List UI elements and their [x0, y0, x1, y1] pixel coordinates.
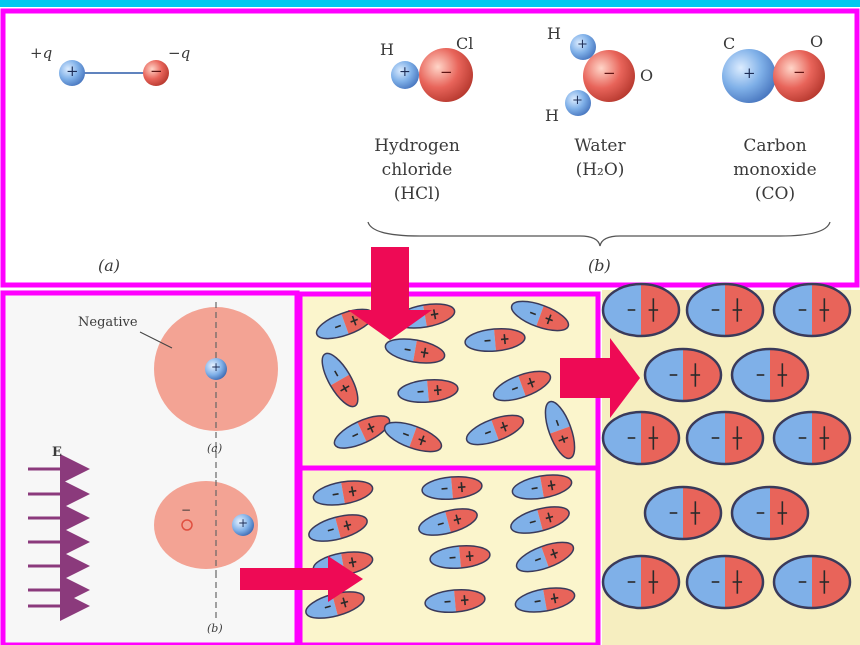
- water-h-bottom-plus: +: [572, 93, 583, 108]
- water-h-bottom-label: H: [545, 106, 559, 125]
- nucleus-b: [232, 514, 254, 536]
- hcl-minus-sign: −: [440, 63, 453, 81]
- dipole-negative-charge: [143, 60, 169, 86]
- packed-dipoles: [601, 282, 852, 610]
- hcl-name-line2: chloride: [381, 160, 453, 180]
- packed-dipole: [643, 347, 723, 403]
- packed-dipole: [685, 282, 765, 338]
- top-panel: +q −q + − (a) H Cl + − Hydrogen chloride…: [0, 0, 860, 290]
- dipole-minus-sign: −: [150, 62, 163, 80]
- field-label: E: [52, 445, 62, 460]
- down-arrow-icon: [348, 247, 432, 340]
- co-minus-sign: −: [793, 63, 806, 81]
- top-cyan-bar: [0, 0, 860, 7]
- hcl-formula: (HCl): [393, 184, 441, 204]
- hcl-hydrogen-atom: [391, 61, 419, 89]
- random-dipole: [464, 326, 526, 354]
- nucleus-a: [205, 358, 227, 380]
- plus-q-label: +q: [30, 44, 53, 62]
- water-h-top-label: H: [547, 24, 561, 43]
- electron-center-b: [181, 519, 193, 531]
- water-formula: (H₂O): [575, 160, 625, 180]
- water-oxygen-atom: [583, 50, 635, 102]
- random-dipole: [330, 409, 394, 455]
- label-a-top: (a): [98, 256, 121, 275]
- minus-q-label: −q: [168, 44, 191, 62]
- left-panel-frame: [0, 290, 300, 645]
- hcl-chlorine-atom: [419, 48, 473, 102]
- dipole-plus-sign: +: [66, 62, 79, 80]
- aligned-dipole: [429, 543, 491, 571]
- label-b-top: (b): [588, 256, 611, 275]
- packed-dipole: [772, 410, 852, 466]
- random-dipole: [383, 334, 447, 368]
- water-name-line1: Water: [574, 136, 626, 156]
- molecules-brace: [367, 221, 831, 247]
- hcl-caption: Hydrogen chloride (HCl): [352, 134, 482, 206]
- electron-cloud-b: [154, 481, 258, 569]
- co-carbon-atom: [722, 49, 776, 103]
- right-arrow-icon: [240, 556, 363, 602]
- dipole-positive-charge: [59, 60, 85, 86]
- co-plus-sign: +: [743, 64, 756, 82]
- aligned-dipole: [424, 587, 486, 615]
- packed-dipole: [730, 347, 810, 403]
- water-hydrogen-bottom-atom: [565, 90, 591, 116]
- water-o-label: O: [640, 66, 654, 85]
- aligned-dipole: [510, 470, 574, 504]
- co-name-line2: monoxide: [733, 160, 817, 180]
- hcl-plus-sign: +: [399, 64, 411, 80]
- co-o-label: O: [810, 32, 824, 51]
- label-a-left: (a): [207, 442, 223, 455]
- random-dipole: [315, 348, 365, 412]
- hcl-cl-label: Cl: [456, 34, 474, 53]
- hcl-name-line1: Hydrogen: [374, 136, 460, 156]
- aligned-dipole: [513, 583, 577, 617]
- co-name-line1: Carbon: [743, 136, 807, 156]
- water-h-top-plus: +: [577, 37, 588, 52]
- water-caption: Water (H₂O): [540, 134, 660, 182]
- packed-dipole: [601, 554, 681, 610]
- packed-dipole: [685, 410, 765, 466]
- nucleus-b-plus: +: [238, 516, 249, 530]
- packed-dipole: [685, 554, 765, 610]
- co-oxygen-atom: [773, 50, 825, 102]
- negative-pointer: [139, 331, 173, 349]
- electron-minus: −: [181, 503, 192, 517]
- packed-dipole: [772, 282, 852, 338]
- packed-dipole: [643, 485, 723, 541]
- hcl-h-label: H: [380, 40, 394, 59]
- negative-label: Negative: [78, 315, 138, 330]
- packed-dipole: [601, 410, 681, 466]
- right-arrow-icon: [560, 338, 640, 418]
- top-panel-graphics: [0, 0, 860, 288]
- packed-dipole: [772, 554, 852, 610]
- water-hydrogen-top-atom: [570, 34, 596, 60]
- packed-dipole: [730, 485, 810, 541]
- top-panel-frame: [0, 8, 860, 288]
- co-caption: Carbon monoxide (CO): [710, 134, 840, 206]
- co-formula: (CO): [754, 184, 796, 204]
- water-o-minus: −: [603, 64, 616, 82]
- label-b-left: (b): [207, 622, 223, 635]
- random-dipole: [397, 377, 459, 405]
- aligned-dipole: [311, 476, 375, 510]
- aligned-dipole: [421, 474, 483, 502]
- nucleus-a-plus: +: [211, 360, 222, 374]
- packed-dipole: [601, 282, 681, 338]
- co-c-label: C: [723, 34, 736, 53]
- field-arrows: [28, 454, 90, 621]
